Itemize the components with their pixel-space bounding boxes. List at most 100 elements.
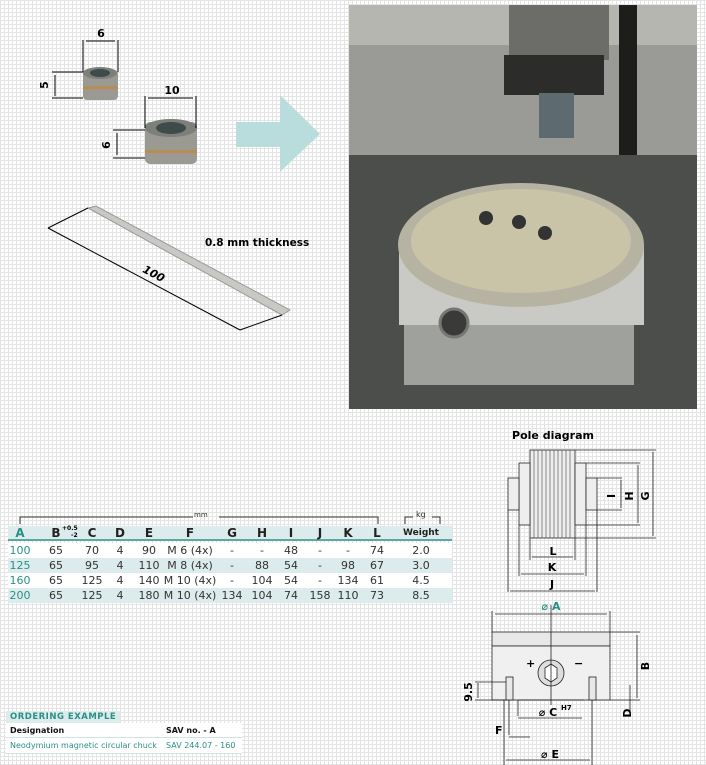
header-d: D <box>115 526 125 540</box>
table-cell: 2.0 <box>412 544 430 557</box>
ordering-example: ORDERING EXAMPLE Designation SAV no. - A… <box>6 704 242 754</box>
table-cell: - <box>318 559 322 572</box>
table-cell: 180 <box>138 589 160 602</box>
table-cell: 67 <box>370 559 384 572</box>
pole-diagram <box>507 449 656 592</box>
table-cell: 74 <box>370 544 384 557</box>
header-l: L <box>373 526 381 540</box>
table-cell: 200 <box>9 589 31 602</box>
header-k: K <box>343 526 353 540</box>
table-cell: - <box>346 544 350 557</box>
svg-text:6: 6 <box>100 141 113 149</box>
table-cell: 160 <box>9 574 31 587</box>
table-cell: M 10 (4x) <box>163 589 217 602</box>
technical-drawing: Pole diagram I H G L K J ⌀ A B D 9.5 ⌀ C… <box>462 429 656 765</box>
svg-text:⌀ C: ⌀ C <box>539 706 558 719</box>
table-cell: 140 <box>138 574 160 587</box>
svg-text:H7: H7 <box>561 704 572 712</box>
svg-text:J: J <box>549 578 554 591</box>
table-cell: 70 <box>85 544 99 557</box>
header-g: G <box>227 526 237 540</box>
svg-text:B: B <box>639 662 652 670</box>
svg-text:Pole diagram: Pole diagram <box>512 429 594 442</box>
designation-value: Neodymium magnetic circular chuck <box>10 741 157 750</box>
header-a: A <box>15 526 25 540</box>
table-cell: 4 <box>116 544 124 557</box>
unit-brackets <box>19 516 441 524</box>
ordering-title: ORDERING EXAMPLE <box>6 711 121 723</box>
svg-text:G: G <box>639 491 652 500</box>
table-cell: 74 <box>284 589 298 602</box>
header-e: E <box>144 526 154 540</box>
table-cell: 4 <box>116 559 124 572</box>
table-cell: 100 <box>9 544 31 557</box>
svg-text:I: I <box>605 494 618 498</box>
table-cell: 134 <box>337 574 359 587</box>
table-cell: 65 <box>49 544 63 557</box>
table-cell: 90 <box>142 544 156 557</box>
table-cell: - <box>230 574 234 587</box>
table-cell: - <box>318 574 322 587</box>
table-cell: - <box>230 544 234 557</box>
table-cell: 158 <box>309 589 331 602</box>
chuck-section <box>475 605 640 765</box>
small-insert: 6 5 <box>38 27 119 100</box>
svg-text:5: 5 <box>38 81 51 89</box>
svg-text:⌀ A: ⌀ A <box>542 600 561 613</box>
svg-text:6: 6 <box>97 27 105 40</box>
svg-text:9.5: 9.5 <box>462 682 475 702</box>
table-cell: 61 <box>370 574 384 587</box>
table-cell: 65 <box>49 574 63 587</box>
table-cell: 125 <box>9 559 31 572</box>
table-cell: 88 <box>255 559 269 572</box>
table-cell: 8.5 <box>412 589 430 602</box>
table-cell: 125 <box>81 589 103 602</box>
svg-text:F: F <box>495 724 503 737</box>
table-cell: 134 <box>221 589 243 602</box>
designation-header: Designation <box>10 726 65 735</box>
svg-text:0.8 mm thickness: 0.8 mm thickness <box>205 237 309 249</box>
table-header: A B +0.5-2 C D E F G H I J K L Weight <box>8 525 452 541</box>
arrow-right-icon <box>236 95 320 172</box>
table-row: 125 65 95 4 110 M 8 (4x) - 88 54 - 98 67 3.0 <box>8 558 452 573</box>
sav-no-header: SAV no. - A <box>166 726 216 735</box>
table-cell: 48 <box>284 544 298 557</box>
header-f: F <box>185 526 195 540</box>
svg-text:−: − <box>574 657 583 670</box>
table-cell: 54 <box>284 559 298 572</box>
svg-text:+: + <box>526 657 535 670</box>
header-h: H <box>256 526 268 540</box>
table-cell: 98 <box>341 559 355 572</box>
table-cell: 4 <box>116 574 124 587</box>
unit-mm: mm <box>194 511 208 519</box>
svg-text:K: K <box>548 561 557 574</box>
svg-text:10: 10 <box>164 84 180 97</box>
unit-kg: kg <box>416 510 426 519</box>
table-cell: M 10 (4x) <box>163 574 217 587</box>
table-cell: 65 <box>49 589 63 602</box>
table-cell: M 8 (4x) <box>167 559 213 572</box>
table-cell: 4.5 <box>412 574 430 587</box>
table-cell: - <box>318 544 322 557</box>
header-c: C <box>87 526 97 540</box>
header-j: J <box>317 526 323 540</box>
table-cell: 4 <box>116 589 124 602</box>
table-cell: 95 <box>85 559 99 572</box>
table-cell: 65 <box>49 559 63 572</box>
table-cell: 104 <box>251 574 273 587</box>
svg-text:100: 100 <box>140 263 167 285</box>
accessories-illustration: 6 5 10 6 100 0.8 mm thickness <box>38 27 309 331</box>
table-cell: 104 <box>251 589 273 602</box>
header-b: B <box>51 526 61 540</box>
svg-text:H: H <box>623 491 636 500</box>
table-cell: 3.0 <box>412 559 430 572</box>
table-cell: 110 <box>138 559 160 572</box>
table-cell: 54 <box>284 574 298 587</box>
table-cell: 110 <box>337 589 359 602</box>
table-cell: - <box>260 544 264 557</box>
svg-text:D: D <box>621 708 634 717</box>
table-cell: - <box>230 559 234 572</box>
